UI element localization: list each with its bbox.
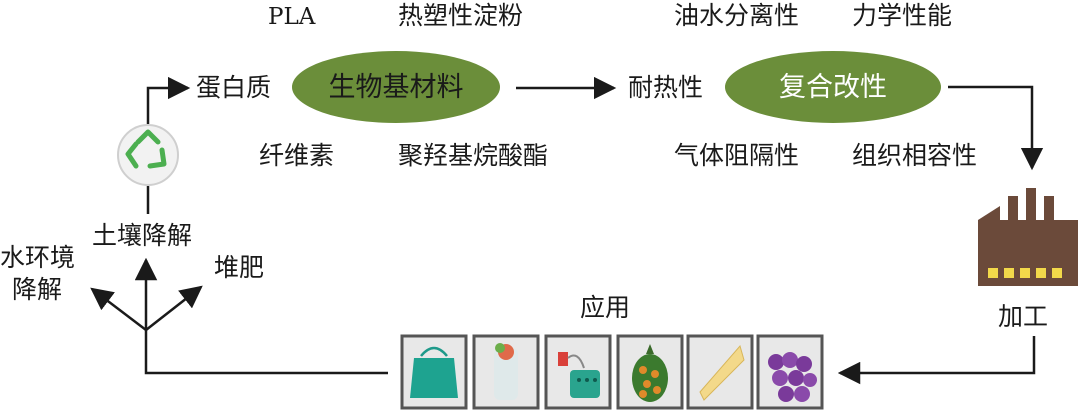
label-heat-resistance: 耐热性	[628, 73, 703, 102]
cheese-film-icon	[699, 344, 745, 401]
node-composite-modification-ellipse	[725, 51, 941, 123]
label-protein: 蛋白质	[196, 73, 271, 102]
label-gas-barrier: 气体阻隔性	[674, 141, 799, 170]
label-polyhydroxyalkanoate: 聚羟基烷酸酯	[398, 141, 548, 170]
label-soil-degradation: 土壤降解	[92, 221, 192, 250]
wrap-food-icon	[494, 343, 518, 400]
label-mechanical-property: 力学性能	[852, 1, 952, 30]
arrow-to-processing	[948, 85, 1044, 171]
product-panel-wrap	[472, 334, 540, 410]
label-cellulose: 纤维素	[259, 141, 334, 170]
product-panel-grapes	[756, 334, 824, 410]
label-oil-water-separation: 油水分离性	[674, 1, 799, 30]
net-bag-fruit-icon	[632, 344, 668, 402]
arrow-recycle-to-protein	[146, 76, 191, 124]
label-application: 应用	[580, 293, 630, 322]
product-panel-cheese	[686, 334, 754, 410]
label-processing: 加工	[998, 302, 1048, 331]
node-bio-material-ellipse	[292, 51, 500, 123]
arrow-to-application	[837, 336, 1036, 385]
label-compatibility: 组织相容性	[852, 141, 977, 170]
medical-device-icon	[558, 352, 600, 398]
label-water-degradation-line2: 降解	[12, 275, 62, 304]
node-composite-modification-label: 复合改性	[779, 72, 887, 103]
label-thermoplastic-starch: 热塑性淀粉	[398, 1, 523, 30]
product-panel-netbag	[616, 334, 684, 410]
product-panel-medical	[544, 334, 612, 410]
line-application-to-degradation	[144, 330, 388, 375]
node-bio-material-label: 生物基材料	[329, 72, 464, 103]
shopping-bag-icon	[410, 346, 458, 398]
arrow-compost	[145, 285, 203, 331]
factory-icon	[978, 188, 1078, 286]
product-panel-bag	[400, 334, 468, 410]
label-pla: PLA	[268, 4, 316, 30]
label-water-degradation-line1: 水环境	[0, 243, 75, 272]
label-compost: 堆肥	[214, 253, 264, 282]
arrow-water-degradation	[90, 287, 147, 331]
grape-tray-icon	[768, 352, 817, 402]
recycle-icon	[117, 124, 179, 186]
